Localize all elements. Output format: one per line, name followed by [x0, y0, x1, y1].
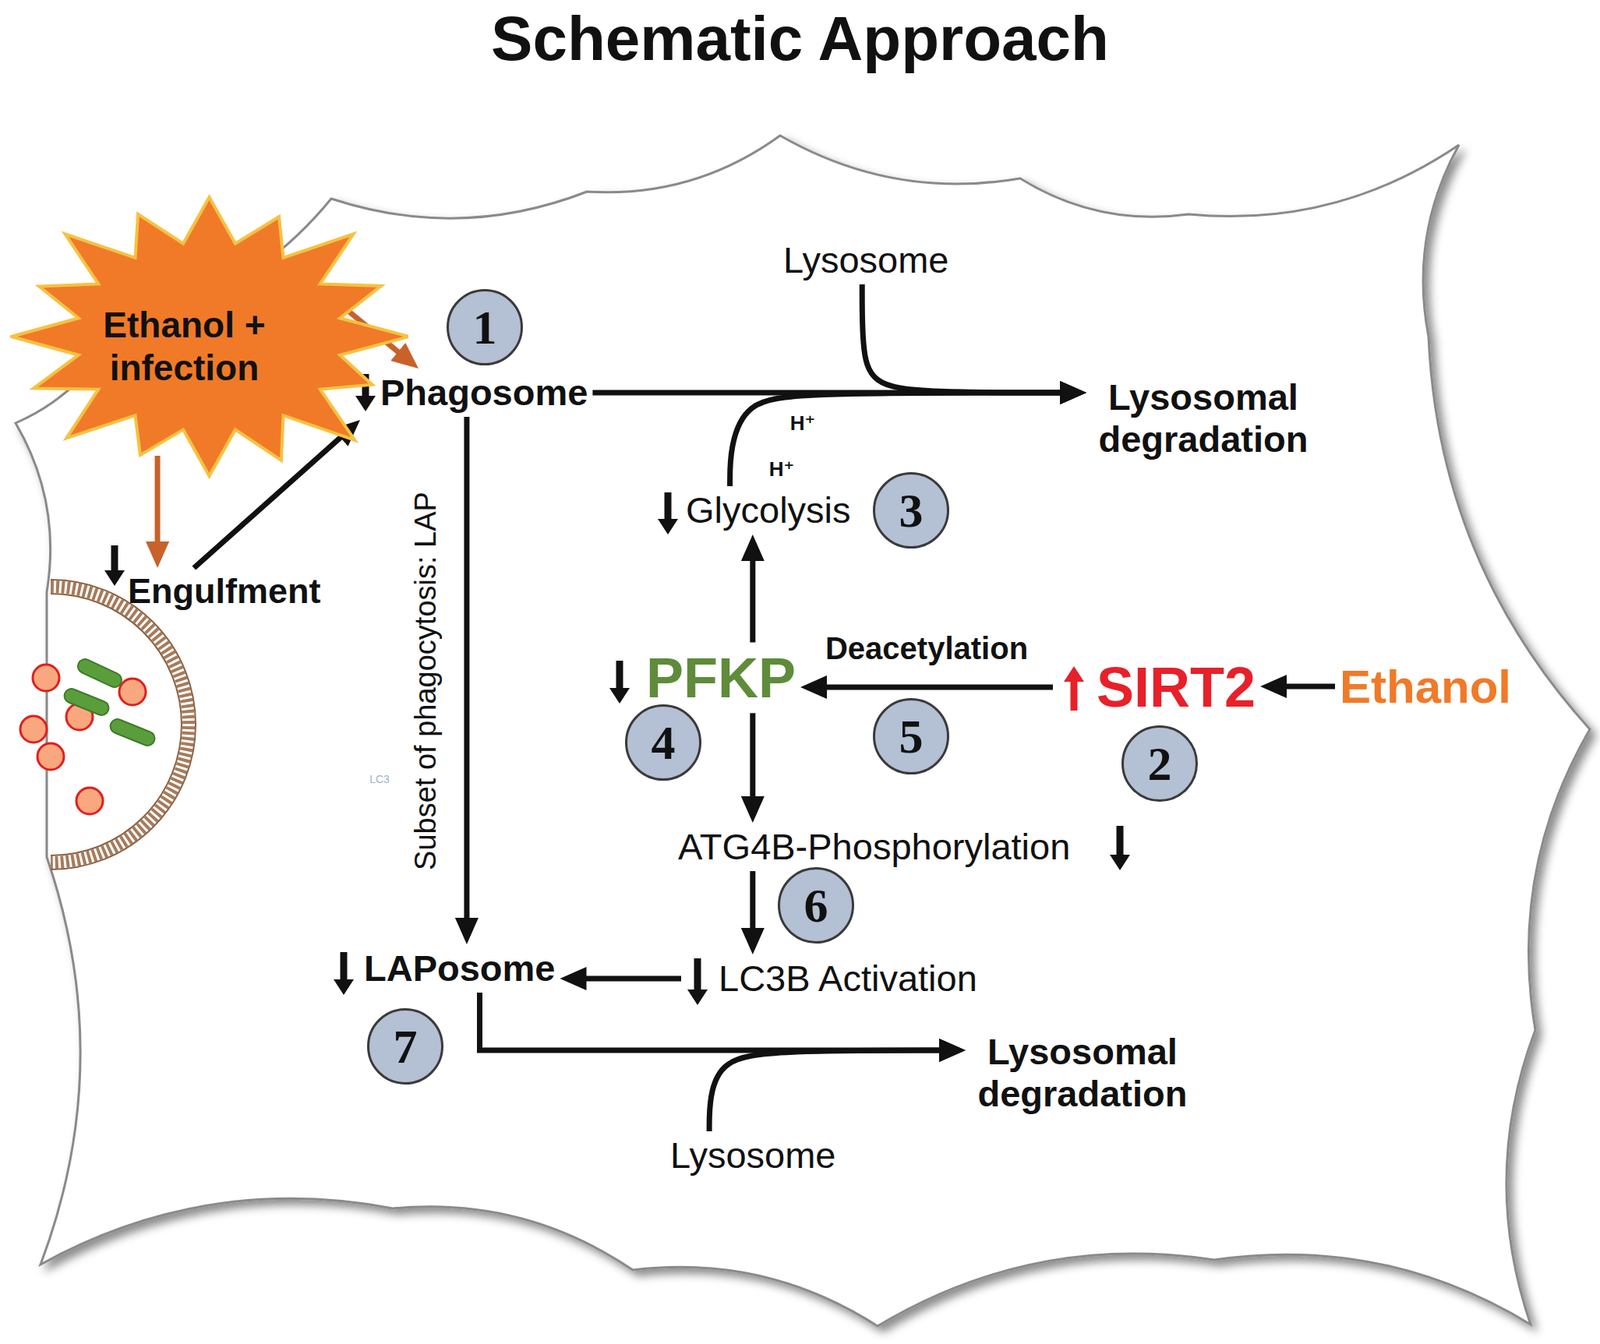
callout-number: 5: [872, 698, 950, 775]
faint-label: LC3: [369, 773, 390, 786]
trend-arrow-shaft: [616, 660, 624, 690]
connector-arrow: [463, 416, 470, 936]
process-label: LC3B Activation: [713, 954, 982, 1004]
stimulus-label: Ethanol: [1335, 656, 1516, 717]
bacillus: [75, 656, 124, 690]
phagosome-label: Phagosome: [375, 368, 593, 417]
trend-arrow-head: [657, 519, 679, 535]
node-text: Lysosome: [783, 239, 949, 282]
trend-arrow: [333, 952, 354, 996]
trend-arrow: [609, 660, 630, 704]
process-label: ATG4B-Phosphorylation: [673, 822, 1075, 872]
bacillus: [108, 716, 157, 748]
membrane-edge: [50, 593, 182, 856]
connector-arrow: [709, 1050, 957, 1132]
ion-label: H⁺: [769, 457, 795, 482]
connector-arrow: [749, 871, 756, 946]
trend-arrow: [104, 545, 125, 587]
node-text: SIRT2: [1096, 655, 1256, 721]
trend-arrow: [657, 492, 679, 535]
node-text: Phagosome: [380, 371, 588, 414]
callout-number: 3: [872, 472, 950, 549]
callout-number: 2: [1147, 739, 1173, 788]
coccus: [76, 787, 103, 815]
laposome-label: LAPosome: [359, 944, 561, 993]
bacteria-cup: [20, 579, 196, 870]
node-text: LC3B Activation: [718, 957, 978, 1000]
bacillus: [62, 686, 111, 717]
callout-number: 1: [473, 303, 498, 352]
trend-arrow-shaft: [340, 952, 348, 982]
node-text: LAPosome: [363, 947, 556, 990]
process-label: Engulfment: [123, 568, 325, 615]
callout-number: 5: [899, 712, 924, 761]
coccus: [20, 716, 47, 743]
connector-arrow: [155, 455, 161, 559]
edge-label: Deacetylation: [822, 631, 1032, 666]
cell-outline: [15, 135, 1590, 1327]
trend-arrow-head: [104, 570, 125, 587]
callout-number: 7: [393, 1022, 418, 1071]
trend-arrows: [104, 374, 1131, 1006]
trend-arrow-shaft: [1070, 680, 1078, 711]
starburst-outline: [11, 197, 410, 477]
trend-arrow: [687, 958, 708, 1006]
callout-number: 6: [777, 867, 855, 944]
trend-arrow-head: [333, 979, 354, 996]
process-label: Glycolysis: [681, 486, 856, 535]
connector-arrow: [480, 992, 958, 1051]
enzyme-label: PFKP: [641, 642, 801, 714]
membrane-cup: [50, 586, 189, 863]
diagram-title: Schematic Approach: [0, 3, 1600, 75]
coccus: [119, 678, 146, 706]
membrane-edge: [50, 579, 196, 870]
trend-arrow-head: [355, 395, 376, 412]
node-text: Ethanol + infection: [67, 303, 302, 390]
callout-number: 7: [367, 1008, 444, 1085]
stimulus-starburst: Ethanol + infection: [10, 194, 409, 480]
connector-arrow: [809, 684, 1053, 690]
node-text: Engulfment: [127, 571, 321, 612]
connector-arrow: [861, 284, 1078, 393]
node-text: Lysosome: [670, 1134, 836, 1177]
trend-arrow-shaft: [111, 545, 119, 573]
node-text: PFKP: [646, 646, 796, 711]
connector-arrow: [569, 976, 682, 982]
node-text: Lysosomal degradation: [970, 1031, 1195, 1116]
organelle-label: Lysosome: [778, 236, 954, 285]
trend-arrow-head: [609, 688, 630, 704]
trend-arrow-head: [687, 989, 708, 1006]
coccus: [32, 664, 60, 692]
trend-arrow-shaft: [1116, 826, 1124, 857]
connector-arrow: [749, 543, 756, 643]
callout-number: 4: [625, 704, 702, 781]
edge-label: Subset of phagocytosis: LAP: [409, 488, 443, 874]
ion-label: H⁺: [790, 411, 816, 436]
connector-arrow: [1269, 684, 1336, 690]
node-text: Lysosomal degradation: [1091, 376, 1316, 461]
trend-arrow-shaft: [694, 958, 702, 992]
callout-number: 6: [804, 881, 829, 930]
trend-arrow-shaft: [664, 492, 672, 521]
enzyme-label: SIRT2: [1091, 652, 1261, 724]
trend-arrow-head: [1109, 854, 1131, 871]
node-text: Glycolysis: [685, 489, 852, 532]
callout-number: 2: [1121, 725, 1198, 802]
callout-number: 1: [446, 289, 523, 366]
trend-arrow: [1109, 826, 1131, 871]
callout-number: 4: [651, 718, 676, 767]
node-text: ATG4B-Phosphorylation: [678, 826, 1071, 869]
outcome-label: Lysosomal degradation: [965, 1027, 1200, 1119]
cocci: [20, 664, 146, 815]
node-text: Ethanol: [1339, 660, 1512, 714]
organelle-label: Lysosome: [665, 1131, 841, 1180]
bacilli: [62, 656, 157, 748]
callout-number: 3: [899, 486, 924, 535]
connector-arrow: [749, 713, 756, 814]
trend-arrow: [1063, 666, 1085, 711]
coccus: [37, 743, 64, 770]
outcome-label: Lysosomal degradation: [1086, 373, 1321, 464]
trend-arrow-head: [1063, 666, 1085, 682]
